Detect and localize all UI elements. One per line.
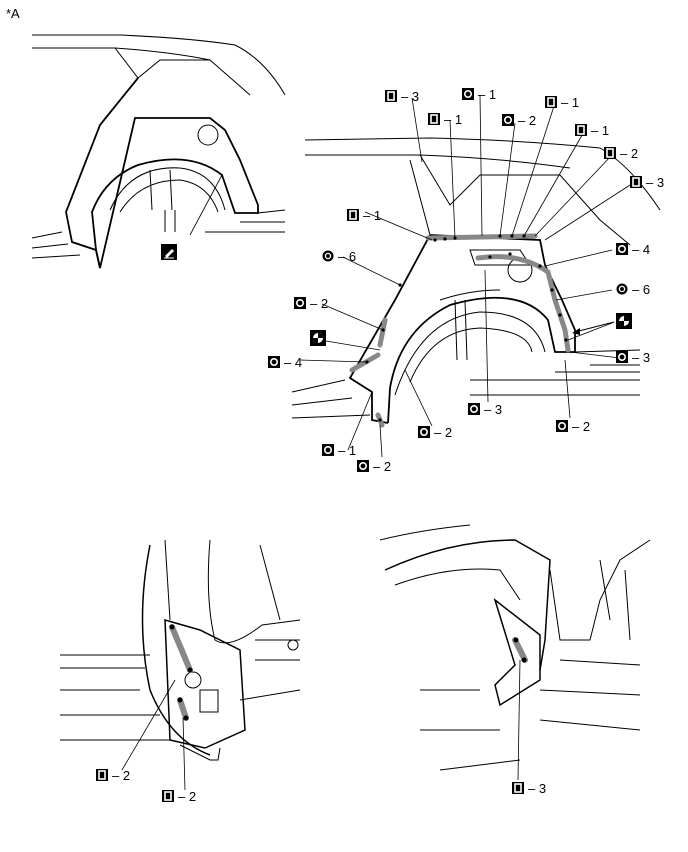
callout-text: – 1 — [561, 95, 579, 110]
callout-text: – 1 — [478, 87, 496, 102]
weld-bead-strips — [512, 637, 528, 663]
brazing-icon — [617, 245, 626, 254]
callout-c21: – 2 — [96, 768, 130, 783]
callout-c8: – 3 — [630, 175, 664, 190]
spot-weld-icon — [577, 125, 585, 135]
callout-c10: – 4 — [616, 242, 650, 257]
callout-c23: – 3 — [512, 781, 546, 796]
brazing-icon — [463, 90, 472, 99]
callout-text: – 4 — [284, 355, 302, 370]
callout-c12: – 6 — [616, 282, 650, 297]
brazing-icon — [557, 421, 566, 430]
callout-c3: – 1 — [428, 112, 462, 127]
callout-text: – 3 — [646, 175, 664, 190]
callout-c11: – 6 — [322, 249, 356, 264]
callout-c14: – 4 — [268, 355, 302, 370]
brazing-icon — [503, 116, 512, 125]
callout-c15: – 3 — [616, 350, 650, 365]
sealer-arrow-head — [572, 328, 580, 335]
callout-text: – 3 — [528, 781, 546, 796]
callout-text: – 2 — [434, 425, 452, 440]
callout-c2: – 1 — [462, 87, 496, 102]
weld-bead-strips — [169, 624, 193, 721]
callout-c13: – 2 — [294, 296, 328, 311]
brazing-icon — [323, 445, 332, 454]
callout-c19: – 1 — [322, 443, 356, 458]
callout-text: – 2 — [310, 296, 328, 311]
callout-text: – 2 — [373, 459, 391, 474]
callout-text: – 2 — [620, 146, 638, 161]
sealer-icon — [310, 330, 326, 346]
sealer-arrow — [574, 321, 615, 333]
callout-c20: – 2 — [357, 459, 391, 474]
callout-c5: – 1 — [545, 95, 579, 110]
spot-weld-icon — [430, 114, 438, 124]
leader-lines — [299, 94, 631, 458]
weld-spots — [365, 234, 568, 422]
callout-text: – 3 — [484, 402, 502, 417]
callout-text: – 2 — [572, 419, 590, 434]
brazing-icon — [469, 404, 478, 413]
brazing-icon — [617, 352, 626, 361]
detail-right — [379, 524, 651, 771]
callout-text: – 2 — [112, 768, 130, 783]
overview-quarter-panel — [31, 34, 286, 269]
spot-weld-icon — [164, 791, 172, 801]
spot-weld-icon — [514, 783, 522, 793]
callout-c17: – 2 — [418, 425, 452, 440]
callout-text: – 4 — [632, 242, 650, 257]
callout-text: – 1 — [591, 123, 609, 138]
spot-weld-icon — [547, 97, 555, 107]
spot-weld-icon — [387, 91, 395, 101]
main-quarter-panel — [291, 137, 661, 424]
brazing-icon — [269, 357, 278, 366]
callout-labels: – 3– 1– 1– 2– 1– 1– 2– 3– 1– 4– 6– 6– 2–… — [96, 87, 664, 804]
brazing-icon — [358, 461, 367, 470]
callout-c18: – 2 — [556, 419, 590, 434]
callout-c4: – 2 — [502, 113, 536, 128]
detail-left — [60, 539, 301, 761]
spot-weld-icon — [349, 210, 357, 220]
double-circle-icon — [616, 283, 628, 295]
callout-text: – 6 — [632, 282, 650, 297]
callout-text: – 1 — [338, 443, 356, 458]
brazing-icon — [295, 298, 304, 307]
callout-text: – 1 — [363, 208, 381, 223]
spot-weld-icon — [606, 148, 614, 158]
callout-text: – 1 — [444, 112, 462, 127]
sealer-icon — [616, 313, 632, 329]
callout-text: – 2 — [518, 113, 536, 128]
callout-c9: – 1 — [347, 208, 381, 223]
callout-c7: – 2 — [604, 146, 638, 161]
pen-icon — [161, 244, 177, 260]
callout-text: – 3 — [632, 350, 650, 365]
callout-c1: – 3 — [385, 89, 419, 104]
double-circle-icon — [322, 250, 334, 262]
brazing-icon — [419, 427, 428, 436]
spot-weld-icon — [98, 770, 106, 780]
callout-c22: – 2 — [162, 789, 196, 804]
callout-text: – 2 — [178, 789, 196, 804]
callout-text: – 3 — [401, 89, 419, 104]
spot-weld-icon — [632, 177, 640, 187]
figure-label: *A — [6, 6, 20, 21]
callout-c6: – 1 — [575, 123, 609, 138]
callout-text: – 6 — [338, 249, 356, 264]
callout-c16: – 3 — [468, 402, 502, 417]
